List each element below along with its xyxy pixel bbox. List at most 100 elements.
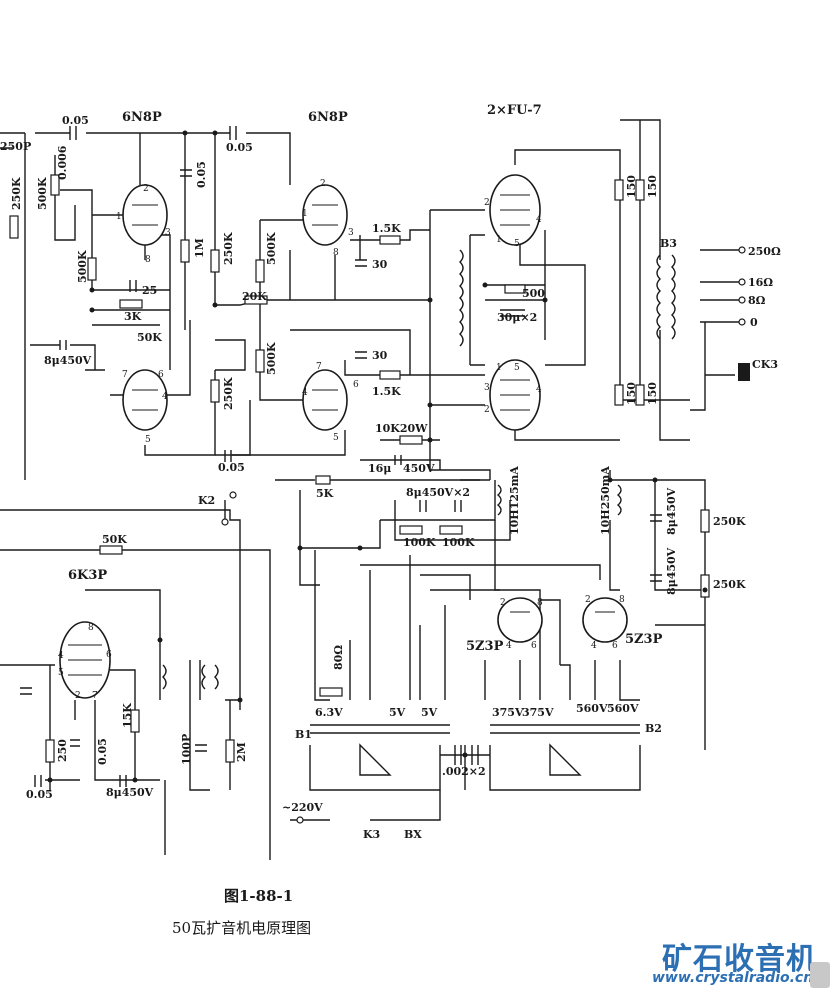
- svg-text:4: 4: [162, 392, 168, 402]
- label-r5k: 5K: [316, 487, 334, 500]
- label-c0006: 0.006: [56, 145, 69, 180]
- label-c005-d: 0.05: [218, 461, 245, 474]
- components: [9, 126, 750, 824]
- label-r150-a: 150: [625, 175, 638, 198]
- figure-title: 50瓦扩音机电原理图: [172, 919, 312, 937]
- label-v375b: 375V: [522, 706, 554, 719]
- svg-text:4: 4: [536, 215, 542, 225]
- label-t-b1: B1: [295, 728, 312, 741]
- label-t-b2: B2: [645, 722, 662, 735]
- label-v375a: 375V: [492, 706, 524, 719]
- tube-6n8p-lower-left: [122, 369, 168, 431]
- label-r150-d: 150: [646, 382, 659, 405]
- svg-text:2: 2: [484, 198, 490, 208]
- label-l10h250: 10H250mA: [599, 466, 612, 535]
- wiring: [0, 119, 740, 860]
- label-v560a: 560V: [576, 702, 608, 715]
- svg-text:5: 5: [333, 433, 339, 443]
- svg-text:2: 2: [500, 598, 506, 608]
- label-o0: 0: [750, 316, 758, 329]
- svg-text:4: 4: [536, 385, 542, 395]
- tube-label-v5: 5Z3P: [466, 639, 504, 654]
- tube-6n8p-upper-mid: [302, 184, 348, 246]
- label-r250-s: 250: [56, 739, 69, 762]
- label-o250: 250Ω: [748, 245, 781, 258]
- svg-text:2: 2: [75, 691, 81, 701]
- svg-text:6: 6: [158, 370, 164, 380]
- svg-text:6: 6: [106, 650, 112, 660]
- label-r500k-b: 500K: [76, 250, 89, 283]
- label-t-b3: B3: [660, 237, 677, 250]
- label-c16u: 16μ: [368, 462, 391, 475]
- label-r250k-c: 250K: [222, 377, 235, 410]
- tube-6n8p-upper-left: [122, 184, 168, 246]
- svg-text:4: 4: [302, 388, 308, 398]
- svg-text:1: 1: [116, 212, 122, 222]
- svg-text:7: 7: [122, 370, 128, 380]
- svg-text:2: 2: [143, 184, 149, 194]
- label-v5a: 5V: [389, 706, 406, 719]
- label-c30-a: 30: [372, 258, 388, 271]
- watermark-url: www.crystalradio.cn: [652, 970, 814, 986]
- label-c100p: 100P: [180, 734, 193, 765]
- label-ac220: ~220V: [282, 801, 323, 814]
- svg-text:2: 2: [320, 179, 326, 189]
- svg-text:4: 4: [58, 651, 64, 661]
- svg-text:6: 6: [612, 641, 618, 651]
- tube-label-v3: 2×FU-7: [487, 103, 542, 118]
- label-r10k20w: 10K20W: [375, 422, 428, 435]
- label-v560b: 560V: [607, 702, 639, 715]
- label-r20k: 20K: [242, 290, 267, 303]
- svg-text:5: 5: [58, 668, 64, 678]
- tube-5z3p-left: [497, 597, 543, 643]
- label-c8u450: 8μ450V: [44, 354, 92, 367]
- label-c30ux2: 30μ×2: [497, 311, 537, 324]
- tube-6n8p-lower-mid: [302, 369, 348, 431]
- label-r100k-a: 100K: [403, 536, 436, 549]
- label-o8: 8Ω: [748, 294, 766, 307]
- label-r1m: 1M: [193, 238, 206, 258]
- label-v5b: 5V: [421, 706, 438, 719]
- label-r250k-e: 250K: [713, 578, 746, 591]
- label-c002x2: .002×2: [442, 765, 486, 778]
- watermark-badge-icon: [810, 962, 830, 988]
- svg-text:3: 3: [165, 228, 171, 238]
- tube-symbols: [59, 174, 628, 699]
- tube-label-v1: 6N8P: [122, 110, 162, 125]
- svg-text:3: 3: [484, 383, 490, 393]
- svg-text:5: 5: [514, 239, 520, 249]
- label-c25: 25: [142, 284, 157, 297]
- label-k3: K3: [363, 828, 380, 841]
- label-r250k-b: 250K: [222, 232, 235, 265]
- label-r3k: 3K: [124, 310, 142, 323]
- label-r100k-b: 100K: [442, 536, 475, 549]
- svg-text:5: 5: [514, 363, 520, 373]
- svg-text:7: 7: [92, 691, 98, 701]
- label-r50k-a: 50K: [137, 331, 162, 344]
- svg-text:3: 3: [348, 228, 354, 238]
- label-r500k-d: 500K: [265, 342, 278, 375]
- label-v63: 6.3V: [315, 706, 343, 719]
- svg-text:8: 8: [537, 598, 543, 608]
- svg-text:7: 7: [316, 362, 322, 372]
- label-r500: 500: [522, 287, 545, 300]
- svg-text:6: 6: [353, 380, 359, 390]
- tube-label-v2: 6N8P: [308, 110, 348, 125]
- svg-text:6: 6: [531, 641, 537, 651]
- label-c005-a: 0.05: [62, 114, 89, 127]
- label-r2m: 2M: [235, 742, 248, 762]
- tube-label-v6: 5Z3P: [625, 632, 663, 647]
- svg-text:2: 2: [484, 405, 490, 415]
- label-r15k-c: 15K: [121, 703, 134, 728]
- label-r15k-a: 1.5K: [372, 222, 401, 235]
- svg-text:1: 1: [496, 363, 502, 373]
- label-c005-f: 0.05: [26, 788, 53, 801]
- label-l10h125: 10H125mA: [508, 466, 521, 535]
- svg-text:1: 1: [496, 235, 502, 245]
- svg-text:4: 4: [591, 641, 597, 651]
- label-k2: K2: [198, 494, 215, 507]
- label-c005-c: 0.05: [226, 141, 253, 154]
- label-r80: 80Ω: [332, 645, 345, 670]
- label-r50k-b: 50K: [102, 533, 127, 546]
